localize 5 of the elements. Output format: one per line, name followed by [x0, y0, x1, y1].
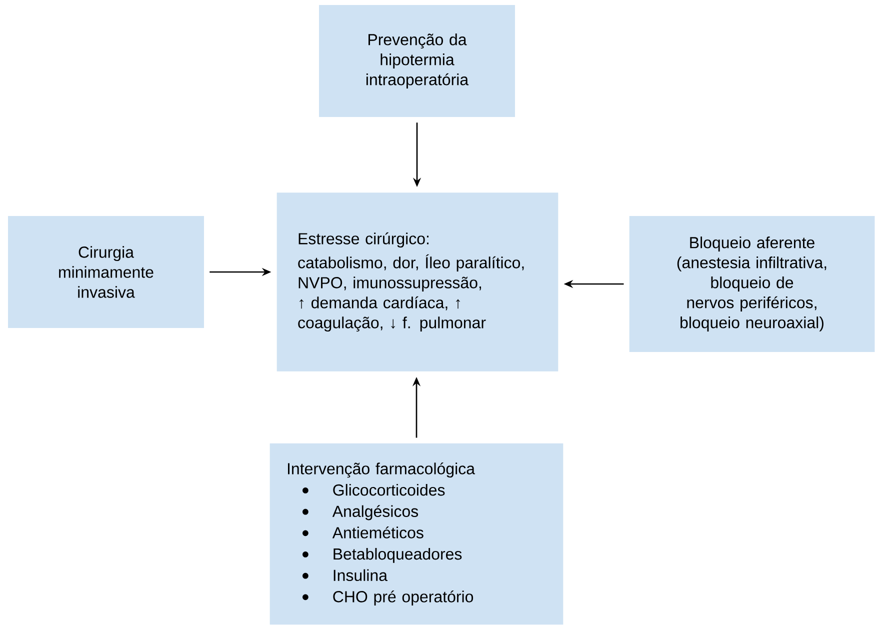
process-box: Estresse cirúrgico: catabolismo, dor, Íleo paralítico, NVPO, imunossupressão, ↑ demanda cardíaca, ↑ coagulação, ↓ f. pulmonar	[276, 192, 558, 372]
process-box: Bloqueio aferente (anestesia infiltrativa, bloqueio de nervos periféricos, bloqueio neuroaxial)	[629, 216, 875, 352]
process-box: Cirurgia minimamente invasiva	[8, 216, 204, 328]
process-box: Intervenção farmacológica Glicocorticoides Analgésicos Antieméticos Betabloqueadores Insulina CHO pré operatório	[270, 443, 564, 625]
process-box: Prevenção da hipotermia intraoperatória	[319, 5, 515, 117]
